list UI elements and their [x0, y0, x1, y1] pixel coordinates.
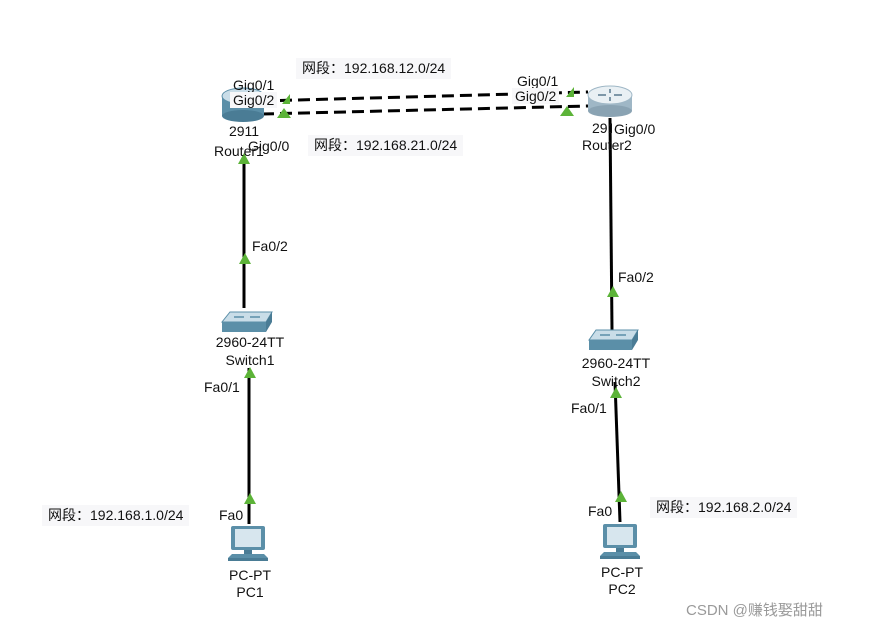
port-label-pc2-fa0: Fa0 — [588, 503, 613, 519]
note-net12: 网段：192.168.12.0/24 — [296, 58, 452, 79]
pc1-name: PC1 — [236, 584, 264, 600]
link-up-marker — [282, 94, 290, 104]
router2-model: 2911 — [592, 120, 612, 136]
link-router1-router2-gig02 — [261, 104, 589, 116]
watermark: CSDN @赚钱娶甜甜 — [686, 602, 823, 619]
port-label-sw2-fa02: Fa0/2 — [618, 269, 654, 285]
port-label-sw2-fa01: Fa0/1 — [571, 400, 607, 416]
pc1-icon[interactable] — [228, 526, 268, 561]
switch1-model: 2960-24TT — [215, 334, 285, 350]
port-label-sw1-fa01: Fa0/1 — [204, 379, 240, 395]
router1-model: 2911 — [228, 123, 260, 139]
pc2-icon[interactable] — [600, 524, 640, 559]
note-net2: 网段：192.168.2.0/24 — [650, 497, 798, 518]
switch2-model: 2960-24TT — [581, 355, 651, 371]
note-net1: 网段：192.168.1.0/24 — [42, 505, 190, 526]
link-up-markers — [238, 87, 627, 504]
port-label-pc1-fa0: Fa0 — [219, 507, 244, 523]
pc2-name: PC2 — [608, 581, 636, 597]
switch1-name: Switch1 — [225, 352, 275, 368]
link-up-marker — [244, 367, 256, 378]
port-label-sw1-fa02: Fa0/2 — [252, 238, 288, 254]
router1-name: Router1 — [214, 143, 264, 159]
link-up-marker — [560, 106, 574, 116]
switch1-icon[interactable] — [220, 311, 273, 332]
port-label-r2-gig00: Gig0/0 — [614, 121, 656, 137]
pc1-model: PC-PT — [229, 567, 271, 583]
pc2-model: PC-PT — [601, 564, 643, 580]
link-up-marker — [566, 87, 574, 97]
note-net21: 网段：192.168.21.0/24 — [308, 135, 464, 156]
link-up-marker — [244, 493, 256, 504]
link-up-marker — [277, 108, 291, 118]
port-label-r1-gig01: Gig0/1 — [233, 77, 275, 93]
link-up-marker — [239, 253, 251, 264]
switch2-name: Switch2 — [591, 373, 641, 389]
link-up-marker — [615, 491, 627, 502]
router2-name: Router2 — [582, 137, 632, 153]
switch2-icon[interactable] — [588, 329, 639, 350]
port-label-r2-gig02: Gig0/2 — [512, 88, 560, 104]
link-up-marker — [238, 153, 250, 164]
port-label-r2-gig01: Gig0/1 — [517, 73, 559, 89]
link-up-marker — [607, 286, 619, 297]
port-label-r1-gig02: Gig0/2 — [230, 92, 278, 108]
router2-icon[interactable] — [587, 85, 633, 117]
port-label-r1-gig00: Gig0/0 — [248, 138, 290, 154]
link-up-marker — [610, 387, 622, 398]
